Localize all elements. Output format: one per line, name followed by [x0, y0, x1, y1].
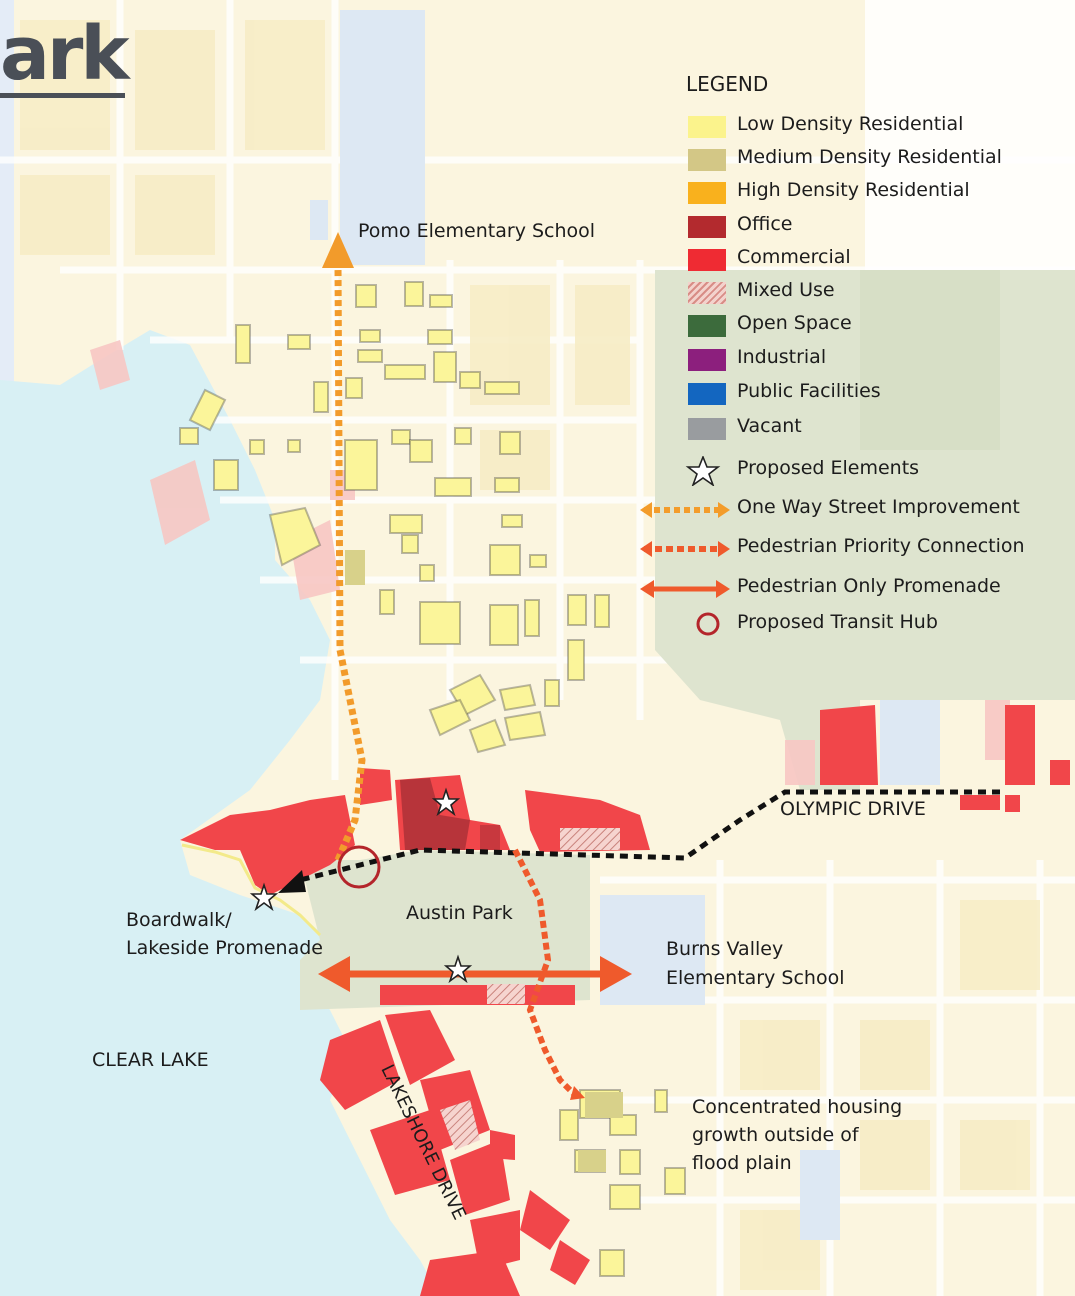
legend-item-proposed-elements: Proposed Elements: [640, 456, 1070, 486]
label-austin-park: Austin Park: [406, 902, 513, 924]
legend-label: Pedestrian Only Promenade: [737, 575, 1001, 597]
austin-park-area: [300, 850, 590, 1010]
legend-label: Proposed Elements: [737, 457, 920, 479]
legend-label: Industrial: [737, 346, 827, 368]
legend-swatch-public-facilities: [688, 383, 726, 405]
legend-label: Public Facilities: [737, 380, 881, 402]
legend-label: Low Density Residential: [737, 113, 964, 135]
one-way-arrowhead: [322, 232, 354, 268]
label-pomo-elementary-school: Pomo Elementary School: [358, 220, 596, 242]
mixed-use-2: [487, 984, 525, 1004]
boardwalk-line: [181, 843, 322, 937]
legend-swatch-open-space: [688, 315, 726, 337]
label-housing-line3: flood plain: [692, 1152, 792, 1174]
legend-item-transit-hub: Proposed Transit Hub: [640, 610, 1070, 640]
label-housing-line2: growth outside of: [692, 1124, 859, 1146]
label-olympic-drive: OLYMPIC DRIVE: [780, 798, 926, 820]
faded-parcels: [20, 20, 1040, 1290]
legend-item-low-density: Low Density Residential: [640, 112, 1070, 142]
legend-swatch-vacant: [688, 418, 726, 440]
legend-item-one-way: One Way Street Improvement: [640, 495, 1070, 525]
proposed-element-stars[interactable]: [249, 787, 473, 984]
pomo-school-block: [340, 10, 425, 265]
label-boardwalk-line2: Lakeside Promenade: [126, 937, 323, 959]
legend-item-vacant: Vacant: [640, 414, 1070, 444]
mixed-use-3: [440, 1100, 480, 1150]
legend-item-ped-priority: Pedestrian Priority Connection: [640, 534, 1070, 564]
legend-swatch-mixed-use: [688, 282, 726, 304]
legend-swatch-commercial: [688, 249, 726, 271]
legend-item-commercial: Commercial: [640, 245, 1070, 275]
legend-swatch-industrial: [688, 349, 726, 371]
brand-wordmark-fragment: ark: [0, 11, 130, 97]
mixed-use-1: [560, 828, 620, 850]
promenade-arrow-left: [318, 956, 350, 992]
olympic-drive-arrowhead: [278, 870, 306, 893]
legend-label: One Way Street Improvement: [737, 496, 1020, 518]
star-icon: [685, 456, 721, 486]
star-promenade: [443, 954, 473, 984]
label-clear-lake: CLEAR LAKE: [92, 1049, 209, 1071]
transit-hub-marker[interactable]: [337, 845, 381, 889]
legend-label: Open Space: [737, 312, 852, 334]
legend-item-office: Office: [640, 212, 1070, 242]
label-boardwalk-line1: Boardwalk/: [126, 909, 232, 931]
transit-hub-circle-icon: [696, 612, 720, 636]
legend-swatch-high-density: [688, 182, 726, 204]
label-burns-valley-line2: Elementary School: [666, 967, 845, 989]
pedestrian-only-arrow-icon: [640, 580, 730, 598]
legend-label: Pedestrian Priority Connection: [737, 535, 1025, 557]
pedestrian-priority-arrow-icon: [640, 541, 730, 557]
upper-right-fade: [865, 0, 1075, 270]
medium-density-parcels: [345, 550, 623, 1172]
office-parcel: [400, 778, 470, 850]
legend-item-ped-only: Pedestrian Only Promenade: [640, 574, 1070, 604]
legend-label: Vacant: [737, 415, 802, 437]
legend-item-public-facilities: Public Facilities: [640, 379, 1070, 409]
one-way-arrow-icon: [640, 502, 730, 518]
legend-label: High Density Residential: [737, 179, 970, 201]
legend: LEGEND Low Density Residential Medium De…: [640, 70, 1070, 650]
olympic-drive-path: [299, 789, 1000, 883]
star-olympic: [431, 787, 461, 817]
one-way-street-route: [334, 264, 366, 862]
pedestrian-priority-route: [512, 848, 578, 1098]
label-housing-line1: Concentrated housing: [692, 1096, 903, 1118]
legend-item-industrial: Industrial: [640, 345, 1070, 375]
public-small: [310, 200, 328, 240]
legend-swatch-medium-density: [688, 149, 726, 171]
pedestrian-priority-arrowhead: [570, 1086, 585, 1100]
star-boardwalk: [249, 882, 279, 912]
legend-label: Commercial: [737, 246, 851, 268]
public-block-right: [880, 700, 940, 785]
legend-swatch-office: [688, 216, 726, 238]
label-burns-valley-line1: Burns Valley: [666, 938, 784, 960]
legend-swatch-low-density: [688, 116, 726, 138]
legend-label: Office: [737, 213, 793, 235]
legend-item-high-density: High Density Residential: [640, 178, 1070, 208]
legend-label: Medium Density Residential: [737, 146, 1002, 168]
brand-underline: [0, 93, 125, 98]
legend-label: Mixed Use: [737, 279, 835, 301]
legend-title: LEGEND: [686, 72, 769, 96]
legend-item-mixed-use: Mixed Use: [640, 278, 1070, 308]
burns-school-block: [600, 895, 705, 1005]
office-small: [480, 825, 500, 850]
promenade-arrow-right: [600, 956, 632, 992]
public-block-south: [800, 1150, 840, 1240]
legend-label: Proposed Transit Hub: [737, 611, 938, 633]
low-density-parcels: [179, 281, 686, 1277]
legend-item-open-space: Open Space: [640, 311, 1070, 341]
open-space-east-strip: [860, 270, 1000, 450]
legend-item-medium-density: Medium Density Residential: [640, 145, 1070, 175]
